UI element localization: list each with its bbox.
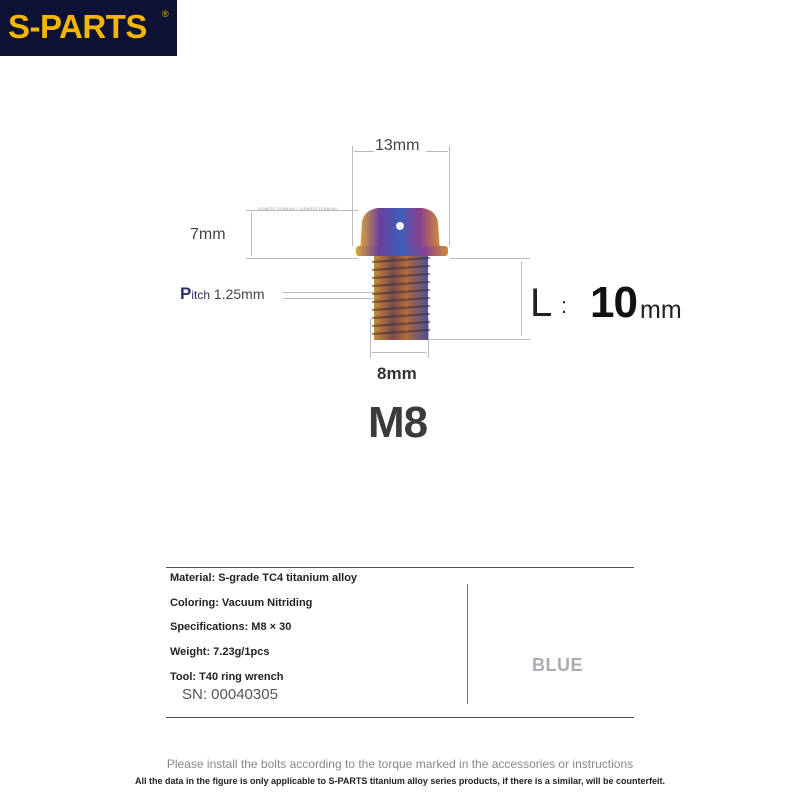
watermark-text: S-PARTS TITANIUM / / S-PARTS TITANIUM — [258, 206, 337, 211]
spec-top-divider — [166, 567, 634, 568]
pitch-value: 1.25mm — [213, 286, 265, 302]
color-label: BLUE — [532, 655, 583, 675]
bolt-head-hole — [396, 222, 404, 230]
pitch-rest: itch — [191, 288, 211, 302]
dim-line-head-width-right — [449, 146, 450, 246]
head-height-label: 7mm — [190, 226, 226, 243]
brand-logo: S-PARTS ® — [0, 0, 177, 56]
length-prefix: L — [530, 281, 553, 325]
dim-line-head-width — [354, 151, 374, 152]
spec-coloring: Coloring: Vacuum Nitriding — [170, 597, 313, 609]
dim-line-length-bottom — [420, 339, 530, 340]
install-instruction: Please install the bolts according to th… — [166, 757, 634, 771]
dim-line-thread-left — [370, 318, 371, 358]
pitch-leader-line-2 — [283, 298, 379, 299]
bolt-flange — [356, 246, 448, 256]
length-unit: mm — [640, 296, 682, 324]
counterfeit-disclaimer: All the data in the figure is only appli… — [135, 776, 665, 786]
length-colon: : — [561, 293, 568, 318]
pitch-label: Pitch 1.25mm — [180, 284, 265, 304]
dim-line-length — [521, 262, 522, 336]
brand-logo-text: S-PARTS — [8, 8, 147, 45]
dim-line-thread — [372, 352, 427, 353]
thread-diameter-label: 8mm — [377, 364, 417, 383]
dim-line-length-top — [450, 258, 530, 259]
spec-specifications: Specifications: M8 × 30 — [170, 621, 292, 633]
length-value: 10 — [590, 278, 638, 327]
dim-line-head-width-left — [352, 146, 353, 246]
bolt-illustration — [356, 208, 448, 340]
spec-weight: Weight: 7.23g/1pcs — [170, 646, 270, 658]
spec-column-divider — [467, 584, 468, 704]
head-width-label: 13mm — [375, 137, 420, 154]
dim-line-head-top — [246, 210, 358, 211]
dim-line-thread-right — [428, 318, 429, 358]
pitch-initial: P — [180, 284, 192, 303]
spec-tool: Tool: T40 ring wrench — [170, 671, 284, 683]
dim-line-head-height — [251, 212, 252, 256]
registered-mark: ® — [162, 9, 169, 19]
dim-line-head-bottom — [246, 258, 358, 259]
serial-number: SN: 00040305 — [182, 686, 278, 703]
spec-material: Material: S-grade TC4 titanium alloy — [170, 572, 358, 584]
dim-line-head-width-2 — [426, 151, 448, 152]
bolt-threads — [371, 257, 431, 335]
pitch-leader-line — [283, 292, 379, 293]
spec-bottom-divider — [166, 717, 634, 718]
model-name: M8 — [368, 398, 428, 447]
